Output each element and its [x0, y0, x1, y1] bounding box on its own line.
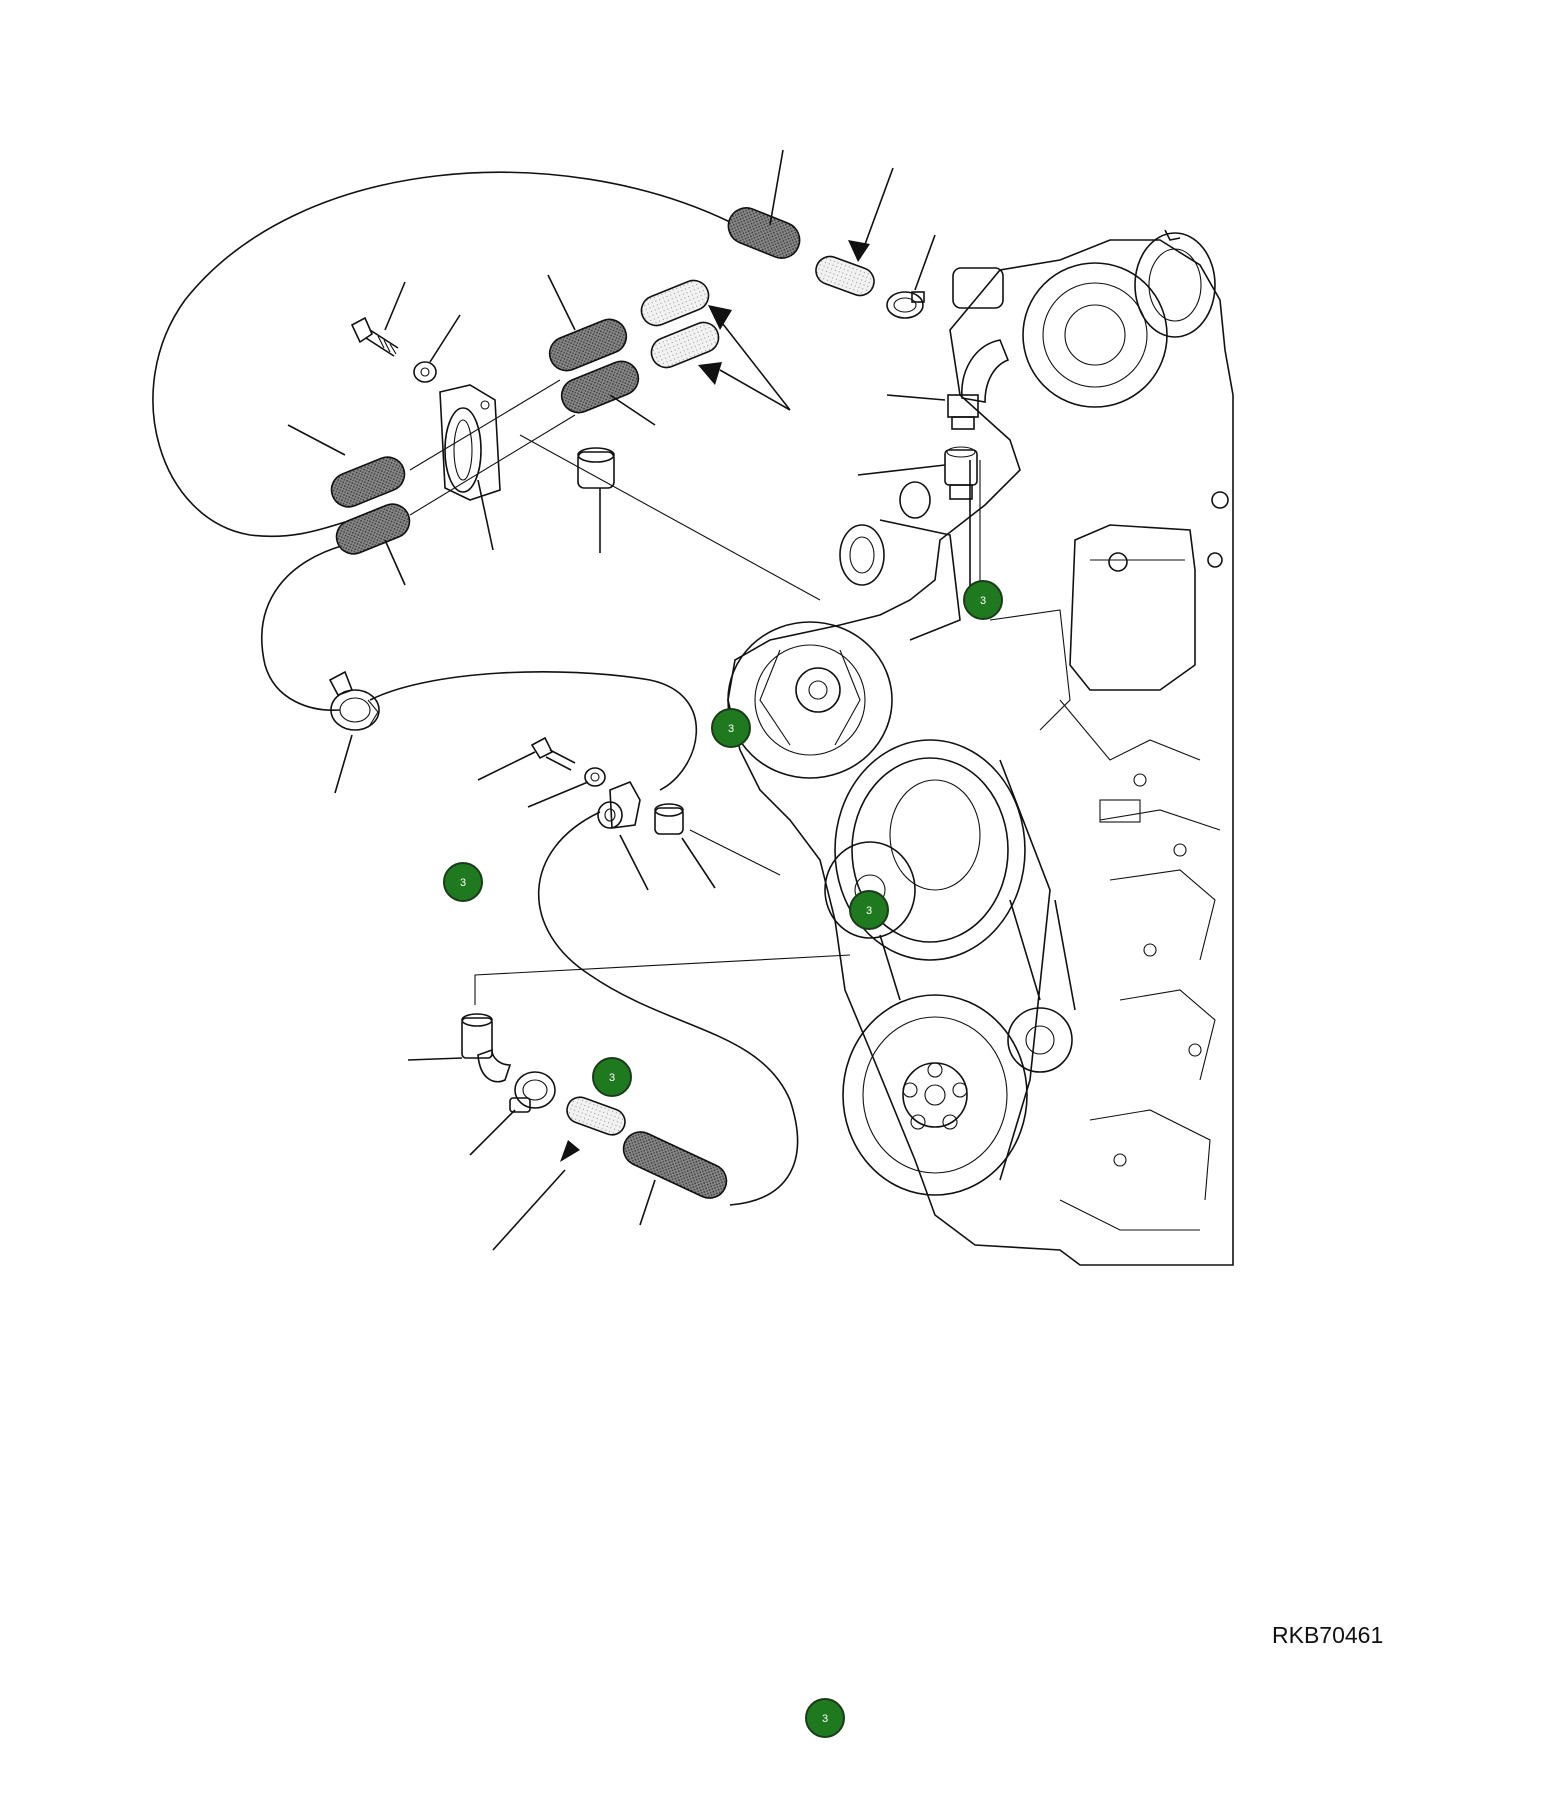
leader-lines: [287, 149, 946, 1251]
fan-pulley: [824, 739, 1026, 961]
spacer-upper: [577, 447, 615, 489]
hose-sleeve-light-a: [640, 279, 710, 327]
marker-3-pulley[interactable]: 3: [849, 890, 889, 930]
hose-sleeve-light-b: [650, 321, 720, 369]
svg-text:3: 3: [980, 595, 986, 607]
figure-reference-code: RKB70461: [1272, 1622, 1384, 1648]
svg-text:3: 3: [866, 905, 872, 917]
lower-hose-dark: [622, 1131, 728, 1199]
belt-tensioner: [1007, 899, 1076, 1073]
marker-3-bottom[interactable]: 3: [805, 1698, 845, 1738]
turbocharger: [952, 229, 1216, 408]
engine-block: [727, 229, 1234, 1266]
washer-upper: [413, 361, 437, 383]
marker-3-left[interactable]: 3: [443, 862, 483, 902]
arrowhead-lower-hose: [560, 1140, 580, 1162]
upper-hose-clamp: [886, 291, 925, 319]
band-clamp: [328, 670, 380, 731]
svg-text:3: 3: [460, 877, 466, 889]
upper-hose-light: [815, 255, 875, 297]
elbow-fitting-lower: [461, 1013, 512, 1083]
hose-bracket-upper: [439, 384, 501, 501]
connector-fitting: [944, 446, 978, 500]
rocker-cover: [1069, 491, 1229, 691]
hose-sleeve-upper-b: [560, 360, 640, 414]
svg-text:3: 3: [728, 723, 734, 735]
spacer-lower: [654, 803, 684, 835]
arrowhead-light-sleeve-a: [708, 305, 732, 330]
lower-hose-light: [566, 1096, 626, 1136]
hose-sleeve-upper-a: [548, 318, 628, 372]
crankshaft-damper: [842, 994, 1028, 1196]
arrowhead-light-sleeve-b: [698, 362, 722, 385]
marker-3-top-engine[interactable]: 3: [963, 580, 1003, 620]
washer-lower: [584, 767, 606, 787]
svg-text:3: 3: [822, 1713, 828, 1725]
hose-sleeve-left-b: [335, 503, 411, 555]
crankcase-detail: [989, 609, 1221, 1231]
turbo-elbow-fitting: [947, 339, 1010, 430]
bolt-lower: [530, 736, 576, 771]
bolt-upper: [350, 316, 399, 357]
arrowhead-upper-hose: [848, 240, 870, 262]
hose-sleeve-left-a: [330, 456, 406, 508]
alternator: [727, 621, 893, 779]
marker-3-lower[interactable]: 3: [592, 1057, 632, 1097]
hose-routing: [152, 171, 981, 1206]
upper-hose-dark: [727, 207, 801, 259]
hose-clamp-lower: [509, 1071, 556, 1113]
marker-3-alternator[interactable]: 3: [711, 708, 751, 748]
water-outlet: [839, 481, 961, 641]
svg-text:3: 3: [609, 1072, 615, 1084]
hose-bracket-lower: [597, 780, 641, 829]
arrowheads: [560, 240, 870, 1162]
